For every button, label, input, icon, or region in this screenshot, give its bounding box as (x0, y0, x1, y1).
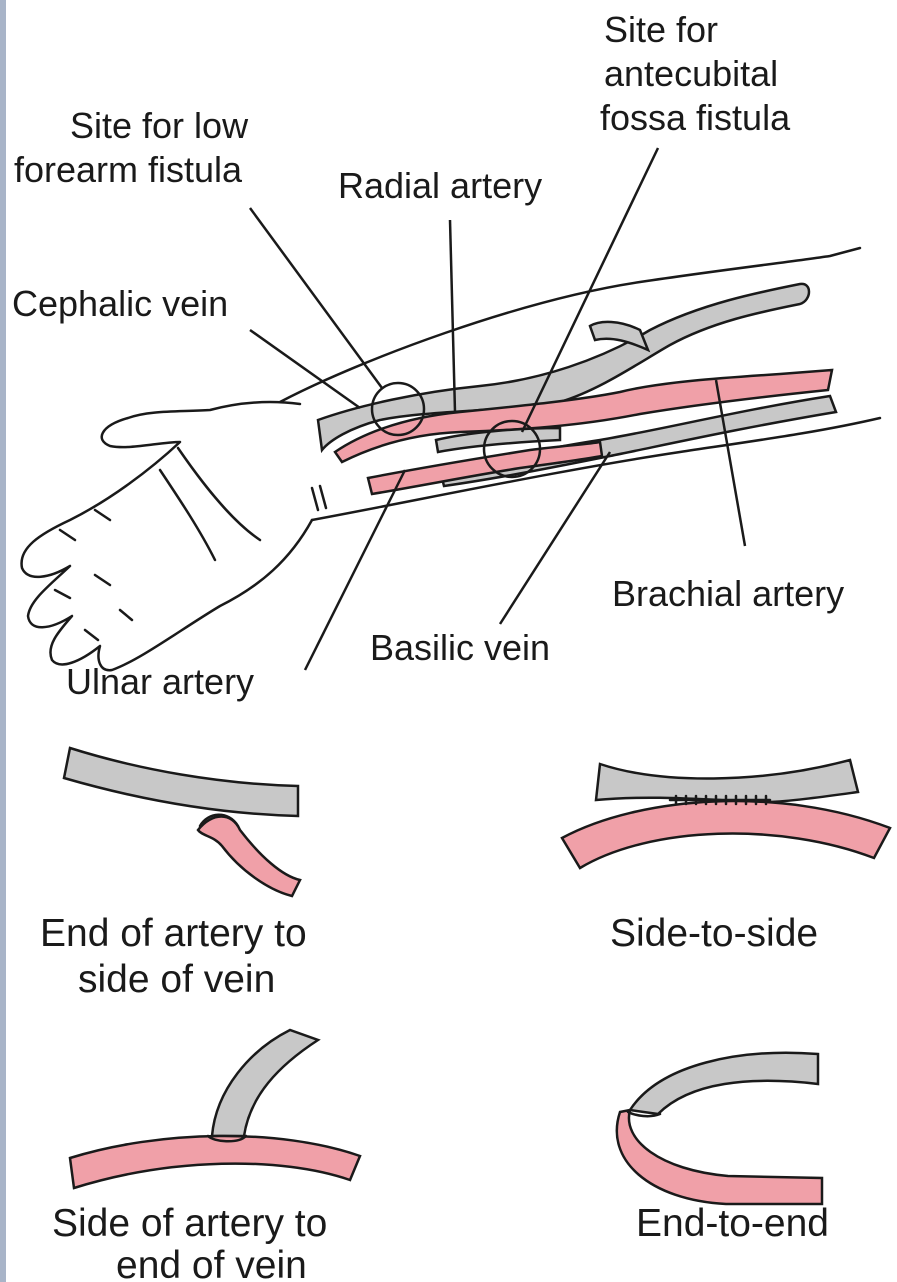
label-radial-artery: Radial artery (338, 165, 542, 206)
vein-segment (64, 748, 298, 816)
anastomosis-side-artery-end-vein (70, 1030, 360, 1188)
leader-brachial-artery (716, 380, 745, 546)
caption-end-artery-side-vein-line2: side of vein (78, 958, 275, 1001)
leader-low-forearm (250, 208, 382, 388)
vein-segment (630, 1053, 818, 1114)
label-site-low-forearm-line2: forearm fistula (14, 149, 243, 190)
palm-crease (160, 470, 215, 560)
artery-segment (562, 801, 890, 868)
label-cephalic-vein: Cephalic vein (12, 283, 228, 324)
artery-segment (198, 817, 300, 897)
caption-side-artery-end-vein-line1: Side of artery to (52, 1202, 327, 1245)
artery-segment (617, 1110, 822, 1204)
label-site-antecubital-line2: antecubital (604, 53, 778, 94)
wrist-crease (312, 486, 326, 510)
caption-side-artery-end-vein-line2: end of vein (116, 1244, 307, 1282)
caption-side-to-side: Side-to-side (610, 912, 818, 955)
label-basilic-vein: Basilic vein (370, 627, 550, 668)
leader-radial-artery (450, 220, 455, 412)
label-site-low-forearm-line1: Site for low (70, 105, 249, 146)
palm-crease (178, 448, 260, 540)
artery-segment (70, 1136, 360, 1188)
label-brachial-artery: Brachial artery (612, 573, 844, 614)
hand-outline (22, 402, 312, 670)
anastomosis-end-to-end (617, 1053, 822, 1204)
caption-end-to-end: End-to-end (636, 1202, 829, 1245)
label-site-antecubital-line3: fossa fistula (600, 97, 791, 138)
label-site-antecubital-line1: Site for (604, 9, 718, 50)
caption-end-artery-side-vein-line1: End of artery to (40, 912, 307, 955)
label-ulnar-artery: Ulnar artery (66, 661, 254, 702)
anastomosis-side-to-side (562, 760, 890, 868)
vein-segment (212, 1030, 318, 1136)
anastomosis-end-artery-side-vein (64, 748, 300, 896)
leader-cephalic-vein (250, 330, 360, 408)
